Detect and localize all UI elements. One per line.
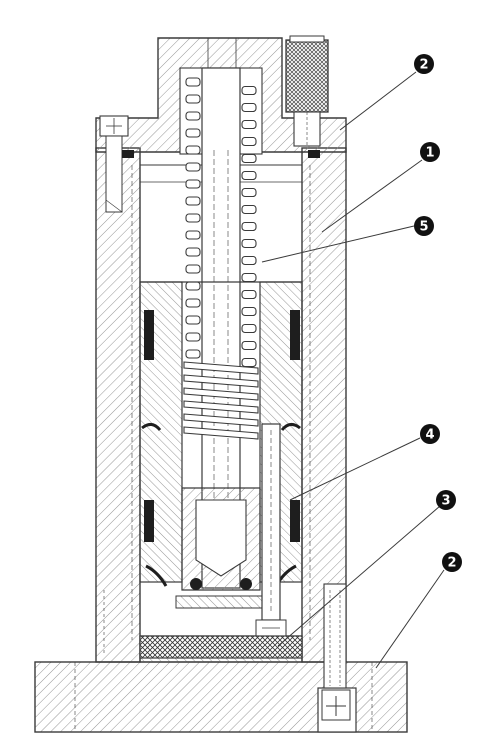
callout-2-top: 2 <box>414 54 434 74</box>
svg-text:3: 3 <box>441 494 450 509</box>
spring-coil-right <box>241 255 257 266</box>
spring-coil-right <box>241 153 257 164</box>
compression-spring <box>185 77 257 368</box>
spring-coil-left <box>185 349 201 359</box>
spring-coil-left <box>185 230 201 240</box>
spring-coil-right <box>241 221 257 232</box>
spring-coil-right <box>241 119 257 130</box>
spring-coil-left <box>185 196 201 206</box>
spring-coil-right <box>241 204 257 215</box>
leader-2a <box>339 71 417 131</box>
leader-5 <box>261 225 415 263</box>
svg-text:1: 1 <box>425 146 434 161</box>
guide-pin <box>255 423 287 637</box>
callout-4: 4 <box>420 424 440 444</box>
spring-coil-right <box>241 340 257 351</box>
svg-text:4: 4 <box>425 428 434 443</box>
cushion-pad <box>139 635 303 659</box>
leader-lines <box>261 71 445 669</box>
spring-coil-left <box>185 145 201 155</box>
spring-coil-left <box>185 247 201 257</box>
spring-coil-left <box>185 298 201 308</box>
spring-coil-left <box>185 281 201 291</box>
spring-coil-left <box>185 111 201 121</box>
leader-1 <box>321 159 423 233</box>
spring-coil-right <box>241 306 257 317</box>
spring-coil-left <box>185 77 201 87</box>
callout-1: 1 <box>420 142 440 162</box>
spring-coil-left <box>185 332 201 342</box>
spring-coil-right <box>241 170 257 181</box>
spring-coil-right <box>241 102 257 113</box>
spring-coil-left <box>185 162 201 172</box>
return-spring-coil <box>183 387 259 401</box>
svg-text:2: 2 <box>447 556 456 571</box>
return-spring-coil <box>183 426 259 440</box>
return-spring <box>183 361 259 440</box>
spring-coil-left <box>185 213 201 223</box>
callout-2-bottom: 2 <box>442 552 462 572</box>
spring-coil-left <box>185 315 201 325</box>
spring-coil-right <box>241 238 257 249</box>
return-spring-coil <box>183 400 259 414</box>
callout-3: 3 <box>436 490 456 510</box>
spring-coil-right <box>241 85 257 96</box>
spring-coil-right <box>241 323 257 334</box>
callout-5: 5 <box>414 216 434 236</box>
mounting-screw <box>323 583 347 689</box>
return-spring-coil <box>183 361 259 375</box>
svg-text:2: 2 <box>419 58 428 73</box>
return-spring-coil <box>183 413 259 427</box>
leader-3 <box>277 505 441 647</box>
spring-coil-right <box>241 289 257 300</box>
leader-2b <box>375 569 445 669</box>
spring-coil-left <box>185 264 201 274</box>
leader-4 <box>289 437 421 501</box>
spring-coil-right <box>241 272 257 283</box>
spring-coil-right <box>241 136 257 147</box>
svg-text:5: 5 <box>419 220 428 235</box>
spring-coil-left <box>185 94 201 104</box>
base-plate <box>34 661 408 733</box>
spring-coil-right <box>241 187 257 198</box>
return-spring-coil <box>183 374 259 388</box>
spring-coil-right <box>241 357 257 368</box>
spring-coil-left <box>185 128 201 138</box>
spring-coil-left <box>185 179 201 189</box>
